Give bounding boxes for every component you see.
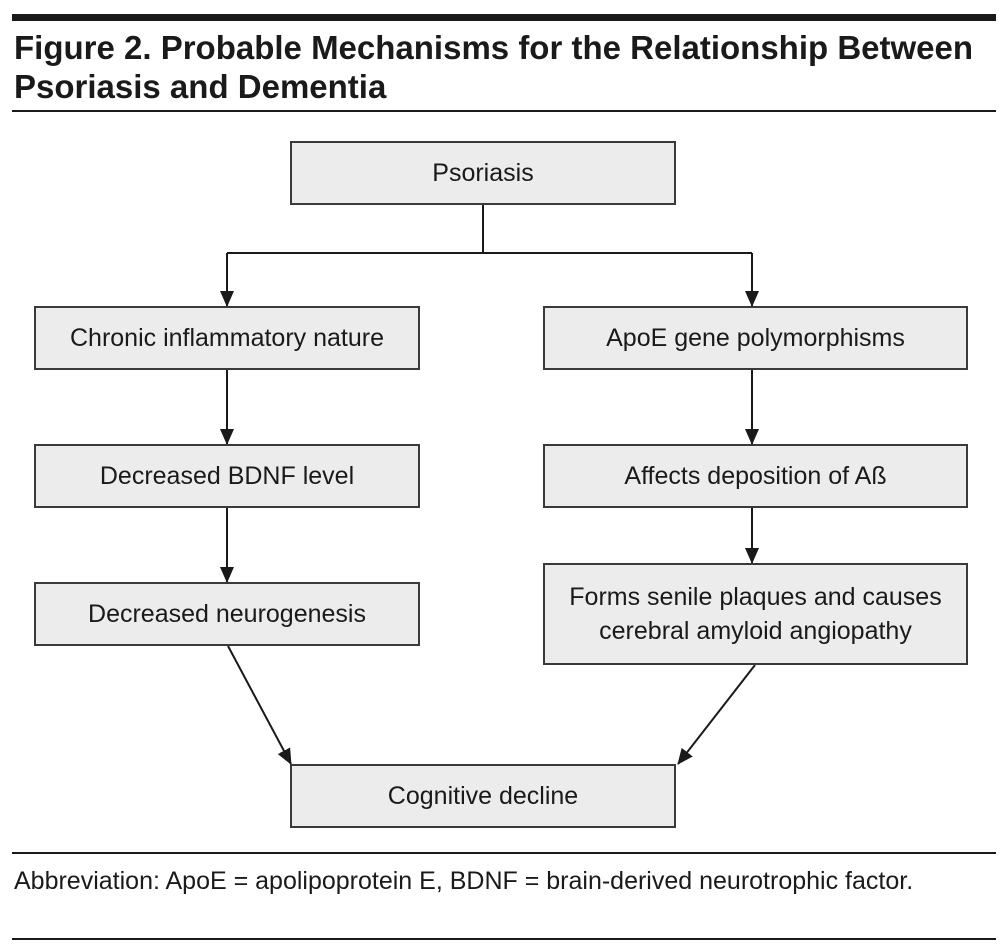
node-affects-deposition: Affects deposition of Aß <box>543 444 968 508</box>
figure-title: Figure 2. Probable Mechanisms for the Re… <box>14 29 974 105</box>
node-decreased-bdnf-label: Decreased BDNF level <box>99 462 355 490</box>
title-divider <box>12 110 996 112</box>
node-chronic-inflammatory: Chronic inflammatory nature <box>34 306 420 370</box>
arrow-neurogenesis-to-cognitive <box>227 645 292 765</box>
node-apoe-polymorphisms-label: ApoE gene polymorphisms <box>606 324 905 352</box>
node-affects-deposition-label: Affects deposition of Aß <box>624 462 887 490</box>
arrow-plaques-to-cognitive <box>677 664 756 765</box>
node-psoriasis: Psoriasis <box>290 141 676 205</box>
node-chronic-inflammatory-label: Chronic inflammatory nature <box>69 324 384 352</box>
node-decreased-neurogenesis-label: Decreased neurogenesis <box>88 600 366 628</box>
node-decreased-bdnf: Decreased BDNF level <box>34 444 420 508</box>
node-cognitive-decline-label: Cognitive decline <box>387 782 579 810</box>
node-forms-plaques: Forms senile plaques and causes cerebral… <box>543 563 968 665</box>
node-forms-plaques-label: Forms senile plaques and causes cerebral… <box>569 583 942 645</box>
footnote-divider-bottom <box>12 938 996 940</box>
node-decreased-neurogenesis: Decreased neurogenesis <box>34 582 420 646</box>
top-rule <box>12 14 996 21</box>
node-apoe-polymorphisms: ApoE gene polymorphisms <box>543 306 968 370</box>
abbreviation-footnote: Abbreviation: ApoE = apolipoprotein E, B… <box>14 867 914 895</box>
footnote-divider-top <box>12 852 996 854</box>
node-psoriasis-label: Psoriasis <box>432 159 534 187</box>
node-cognitive-decline: Cognitive decline <box>290 764 676 828</box>
